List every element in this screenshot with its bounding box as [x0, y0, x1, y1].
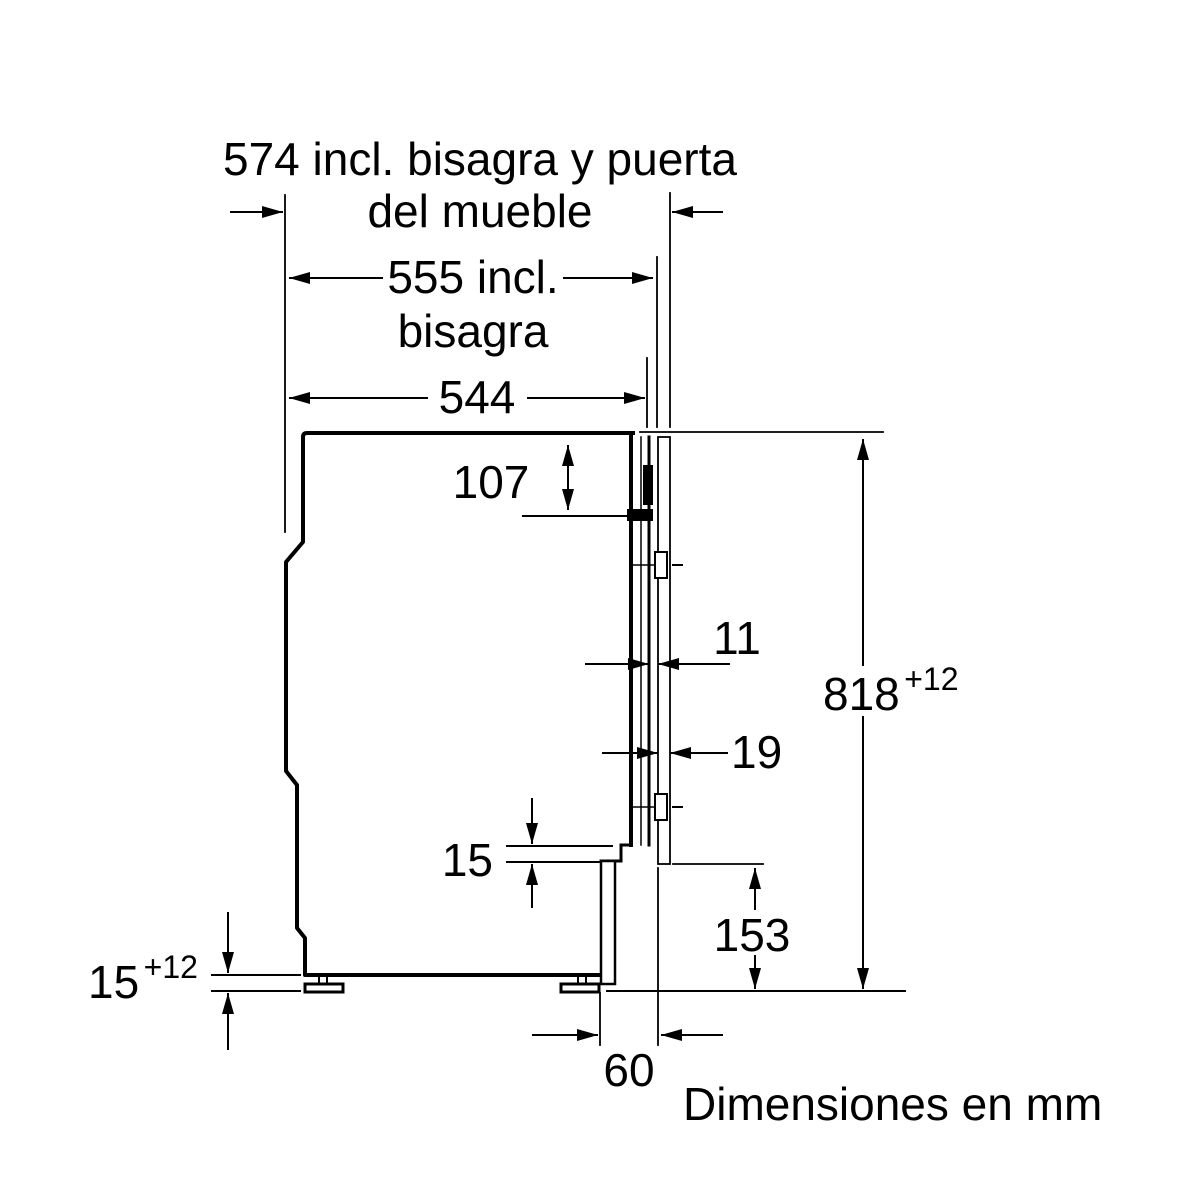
hinge-bracket: [654, 551, 668, 579]
dimension-15-step: 15: [442, 798, 538, 908]
hinge-bracket: [654, 793, 668, 821]
appliance-body: [284, 431, 653, 994]
dimension-15-feet: 15 +12: [88, 912, 234, 1050]
dim-574-label-line1: 574 incl. bisagra y puerta: [223, 133, 737, 185]
furniture-door-panel: [657, 436, 671, 865]
units-note: Dimensiones en mm: [683, 1078, 1102, 1130]
dim-555-label-line2: bisagra: [398, 305, 549, 357]
dimension-153: 153: [714, 868, 791, 989]
dimension-60: 60: [532, 1029, 723, 1096]
adjustable-foot-right: [559, 976, 601, 994]
dim-555-label-line1: 555 incl.: [387, 251, 558, 303]
dim-818-tolerance: +12: [904, 661, 958, 697]
extension-lines: [211, 192, 906, 1046]
appliance-front-step: [599, 843, 633, 863]
dimension-107: 107: [453, 445, 574, 510]
dimension-818: 818 +12: [823, 439, 958, 989]
hinge-top: [630, 551, 688, 579]
foot-plate: [559, 982, 601, 994]
appliance-outline: [284, 431, 635, 977]
dim-153-label: 153: [714, 909, 791, 961]
adjustable-foot-left: [303, 976, 345, 994]
foot-plate: [303, 982, 345, 994]
dim-15feet-tolerance: +12: [144, 949, 198, 985]
dimension-555: 555 incl. bisagra: [289, 251, 653, 357]
dim-15feet-label: 15 +12: [88, 949, 198, 1008]
dim-60-label: 60: [603, 1044, 654, 1096]
hinge-bottom: [630, 793, 688, 821]
dimension-544: 544: [289, 371, 645, 423]
dim-574-label-line2: del mueble: [367, 185, 592, 237]
dim-11-label: 11: [713, 612, 761, 664]
dim-544-label: 544: [439, 371, 516, 423]
dim-19-label: 19: [731, 726, 782, 778]
dim-818-label: 818 +12: [823, 661, 958, 720]
furniture-door-panel-group: [630, 436, 688, 865]
door-lock-detail: [643, 465, 653, 505]
plinth-panel: [599, 859, 617, 986]
dimension-11: 11: [585, 612, 761, 670]
dim-818-value: 818: [823, 668, 900, 720]
dim-107-label: 107: [453, 456, 530, 508]
dimension-19: 19: [602, 726, 782, 778]
dim-15-label: 15: [442, 834, 493, 886]
dimension-574: 574 incl. bisagra y puerta del mueble: [223, 133, 737, 237]
front-recess-bottom-detail: [627, 509, 653, 521]
dim-15feet-value: 15: [88, 956, 139, 1008]
